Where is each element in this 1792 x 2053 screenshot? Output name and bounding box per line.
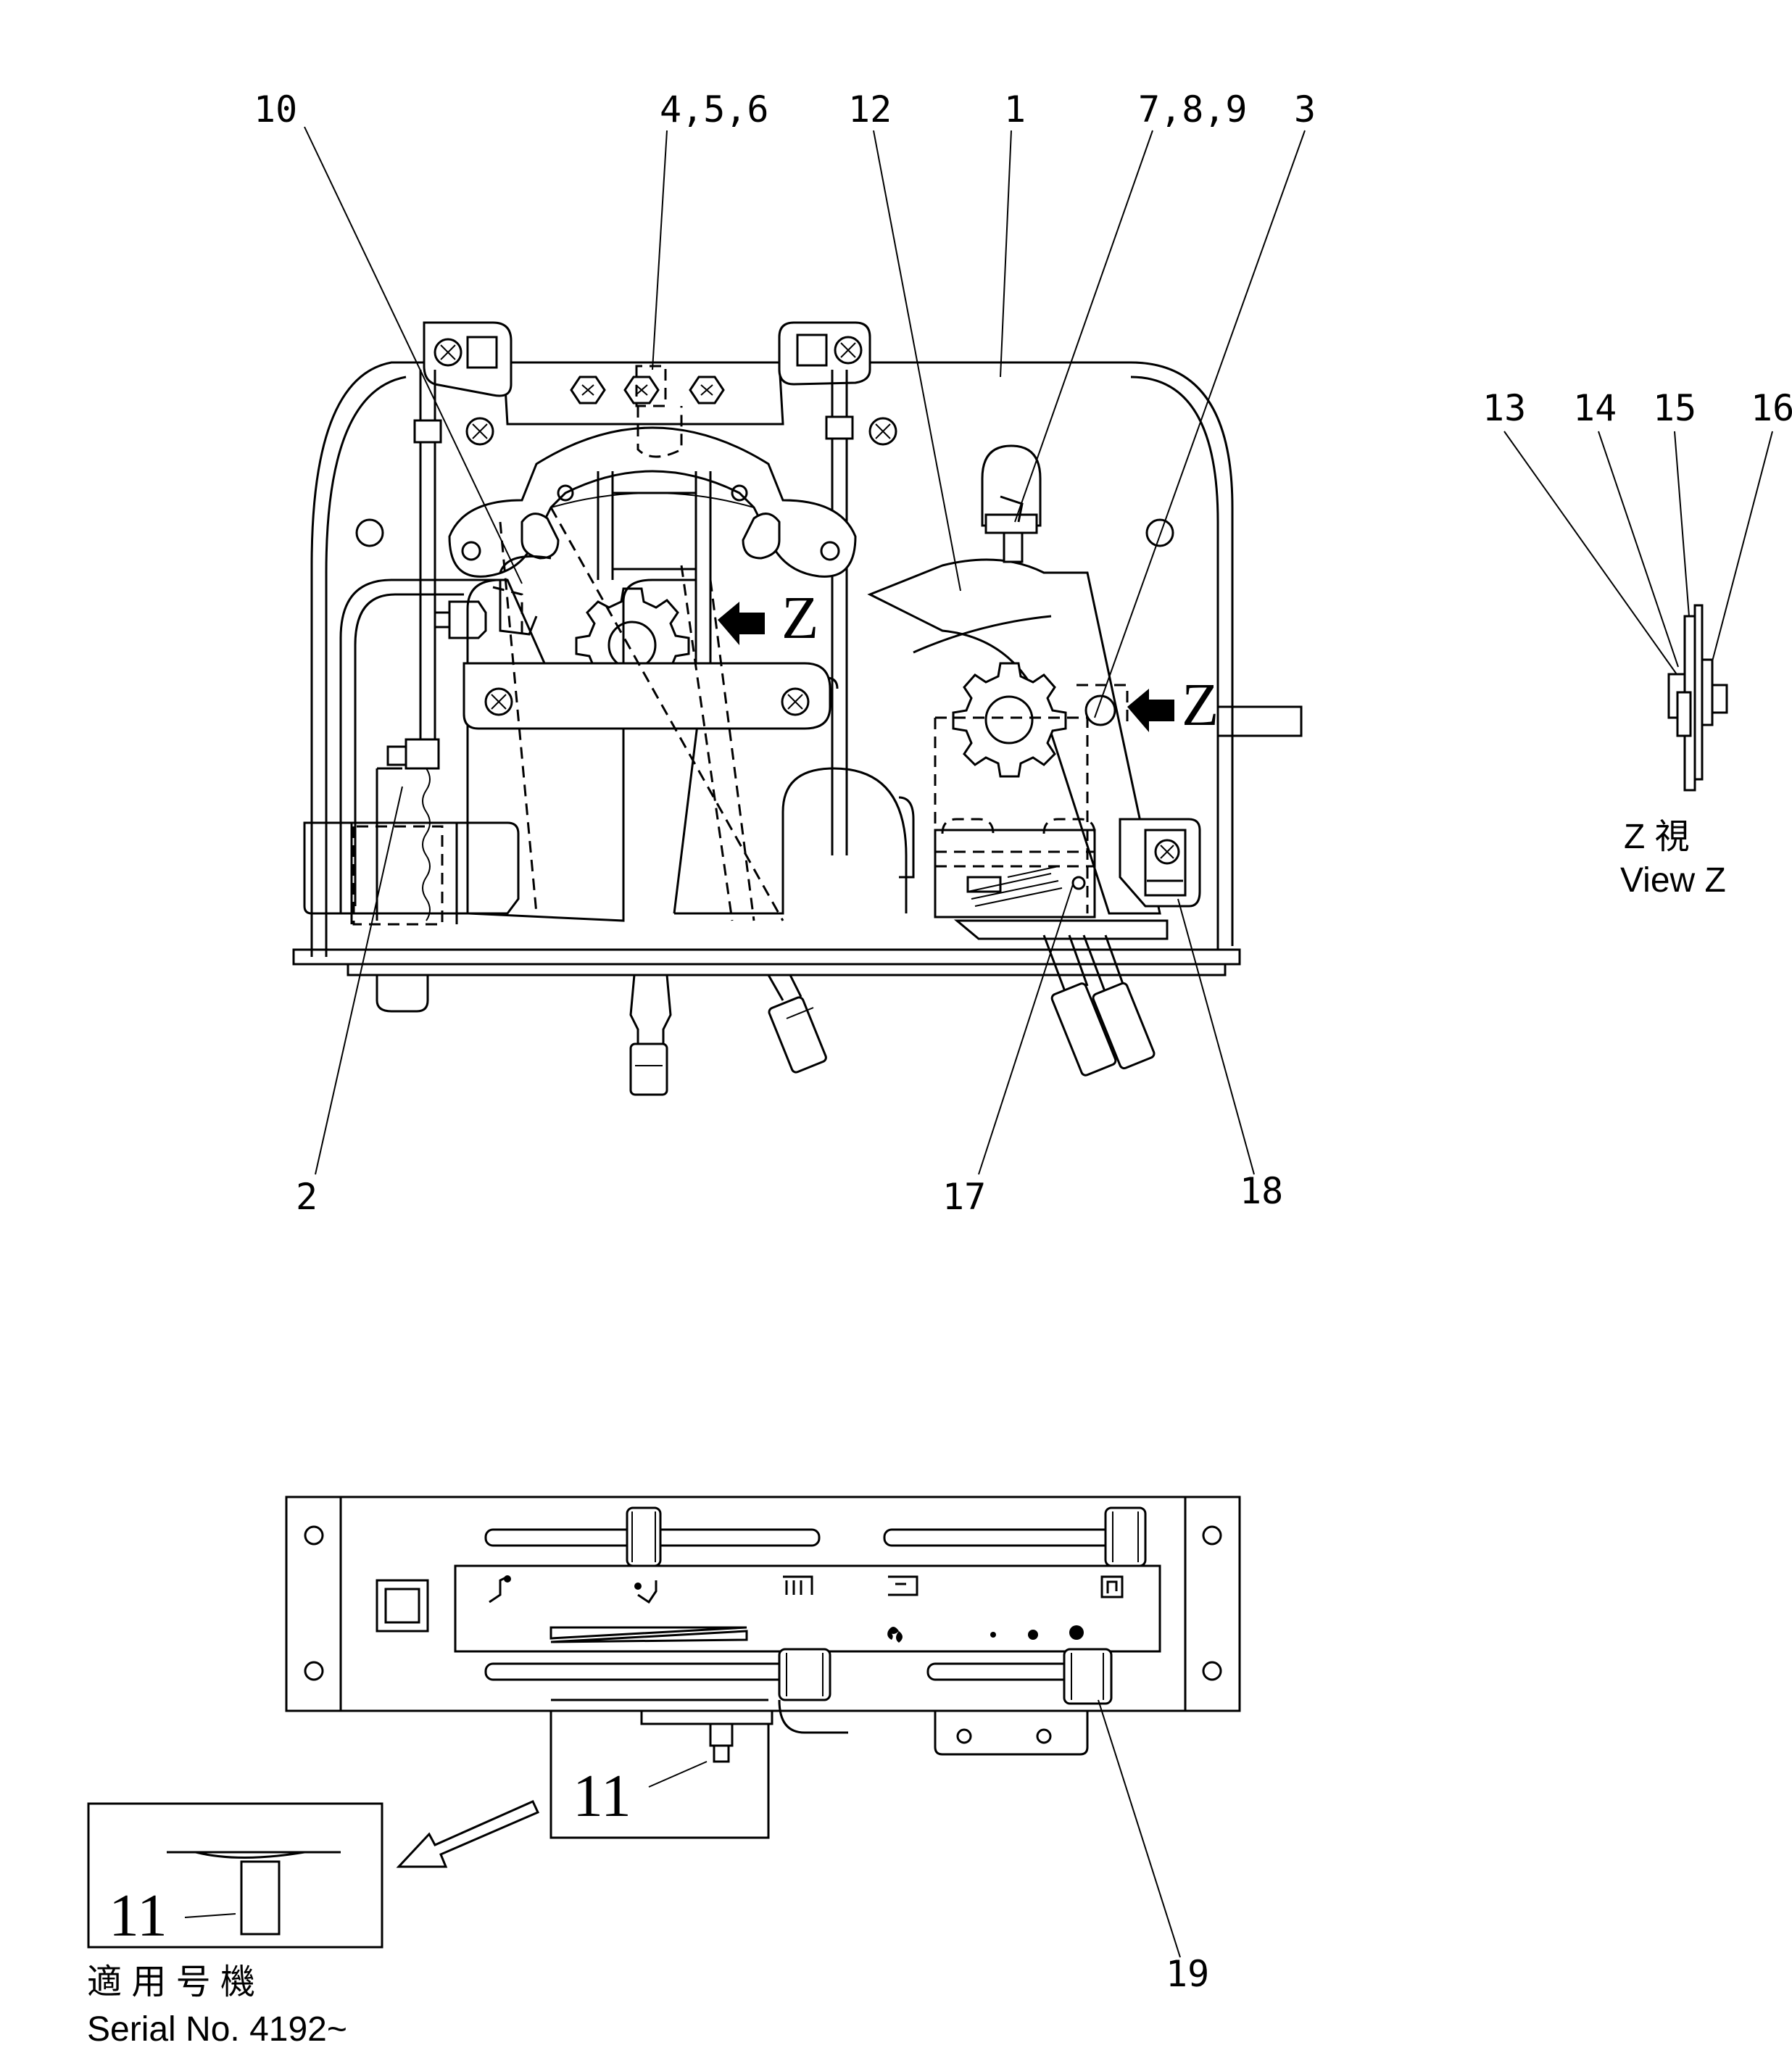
- lever-handle: [629, 974, 672, 1096]
- callout-2: 2: [296, 1176, 318, 1218]
- arrow-left-icon: [718, 602, 765, 645]
- callout-17: 17: [942, 1176, 986, 1218]
- view-z-caption-jp: Z 視: [1624, 818, 1690, 856]
- callout-1: 1: [1004, 88, 1026, 130]
- callout-11-detail: 11: [109, 1882, 167, 1949]
- slider-knob-fan[interactable]: [1063, 1648, 1113, 1705]
- vent-foot-icon: [634, 1580, 658, 1604]
- slider-knob-temperature[interactable]: [1104, 1506, 1147, 1567]
- recirc-icon: [888, 1575, 918, 1596]
- fan-icon: [887, 1627, 903, 1643]
- control-assembly-top-view: Z: [254, 88, 1316, 1218]
- mounting-hole: [355, 518, 384, 547]
- screw-x-icon: [781, 687, 810, 716]
- hex-bolt-icon: [689, 376, 725, 405]
- cam-lever: [448, 426, 857, 578]
- lever-handle: [767, 974, 827, 1074]
- housing-outline: [310, 361, 1234, 957]
- mounting-hole: [1145, 518, 1174, 547]
- recirc-icon: [1100, 1575, 1124, 1598]
- screw-x-icon: [1154, 839, 1180, 865]
- callout-19: 19: [1166, 1953, 1209, 1995]
- serial-note-en: Serial No. 4192~: [87, 2010, 347, 2049]
- control-rod-right: [831, 370, 848, 855]
- arrow-z-label-left: Z: [781, 584, 818, 652]
- defrost-icon: [783, 1575, 813, 1595]
- lamp-bulb: [981, 444, 1042, 527]
- callout-4-5-6: 4,5,6: [660, 88, 769, 130]
- slider-knob-mode[interactable]: [626, 1506, 662, 1567]
- callout-15: 15: [1653, 387, 1696, 429]
- callout-10: 10: [254, 88, 297, 130]
- lever-12: [867, 558, 1161, 915]
- slider-knob-intake[interactable]: [778, 1648, 831, 1701]
- callout-11-main: 11: [573, 1762, 631, 1830]
- push-button[interactable]: [376, 1579, 429, 1633]
- hex-bolt-icon: [623, 376, 660, 405]
- base-plate: [292, 948, 1241, 966]
- callout-14: 14: [1573, 387, 1617, 429]
- callout-7-8-9: 7,8,9: [1138, 88, 1248, 130]
- detail-box: [87, 1802, 383, 1949]
- lever-handle: [1082, 934, 1156, 1070]
- arrow-left-icon: [1127, 689, 1174, 732]
- callout-13: 13: [1482, 387, 1526, 429]
- connector-11: [709, 1722, 734, 1763]
- hex-bolt-icon: [570, 376, 606, 405]
- screw-x-icon: [484, 687, 513, 716]
- screw-x-icon: [465, 417, 494, 446]
- control-panel-front-view: 11 19 11 適 用 号 機 Serial No. 4192~: [87, 1496, 1241, 2049]
- callout-18: 18: [1240, 1170, 1283, 1212]
- serial-note-jp: 適 用 号 機: [87, 1963, 255, 2002]
- screw-x-icon: [868, 417, 897, 446]
- callout-16: 16: [1751, 387, 1792, 429]
- callout-3: 3: [1294, 88, 1316, 130]
- callout-12: 12: [848, 88, 892, 130]
- view-z-detail: 13 14 15 16 Z 視 View Z: [1482, 387, 1792, 900]
- lever-handle: [1042, 934, 1117, 1077]
- view-z-caption-en: View Z: [1620, 861, 1726, 900]
- arrow-z-label-right: Z: [1182, 671, 1219, 739]
- gear-icon: [952, 662, 1067, 778]
- screw-x-icon: [434, 338, 462, 367]
- screw-x-icon: [834, 336, 863, 365]
- vent-face-icon: [489, 1575, 511, 1604]
